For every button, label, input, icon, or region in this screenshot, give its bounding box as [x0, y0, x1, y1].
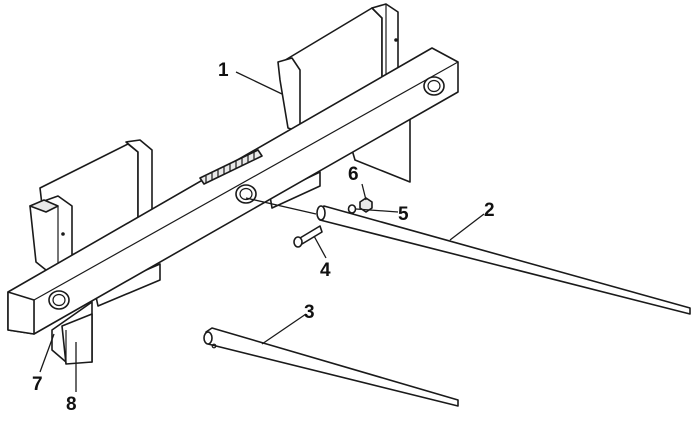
callout-3: 3 [304, 302, 315, 323]
washer [347, 204, 357, 214]
top-notch-rack [199, 149, 263, 185]
callout-2: 2 [484, 200, 495, 221]
callout-5: 5 [398, 204, 409, 225]
short-spear [203, 327, 459, 407]
bolt [293, 225, 323, 248]
callout-1: 1 [218, 60, 229, 81]
long-spear [245, 197, 691, 315]
callout-leaders [39, 71, 485, 392]
callout-8: 8 [66, 394, 77, 415]
callout-6: 6 [348, 164, 359, 185]
front-stop-bracket [61, 313, 93, 365]
main-cross-beam [7, 47, 459, 335]
callout-7: 7 [32, 374, 43, 395]
callout-4: 4 [320, 260, 331, 281]
